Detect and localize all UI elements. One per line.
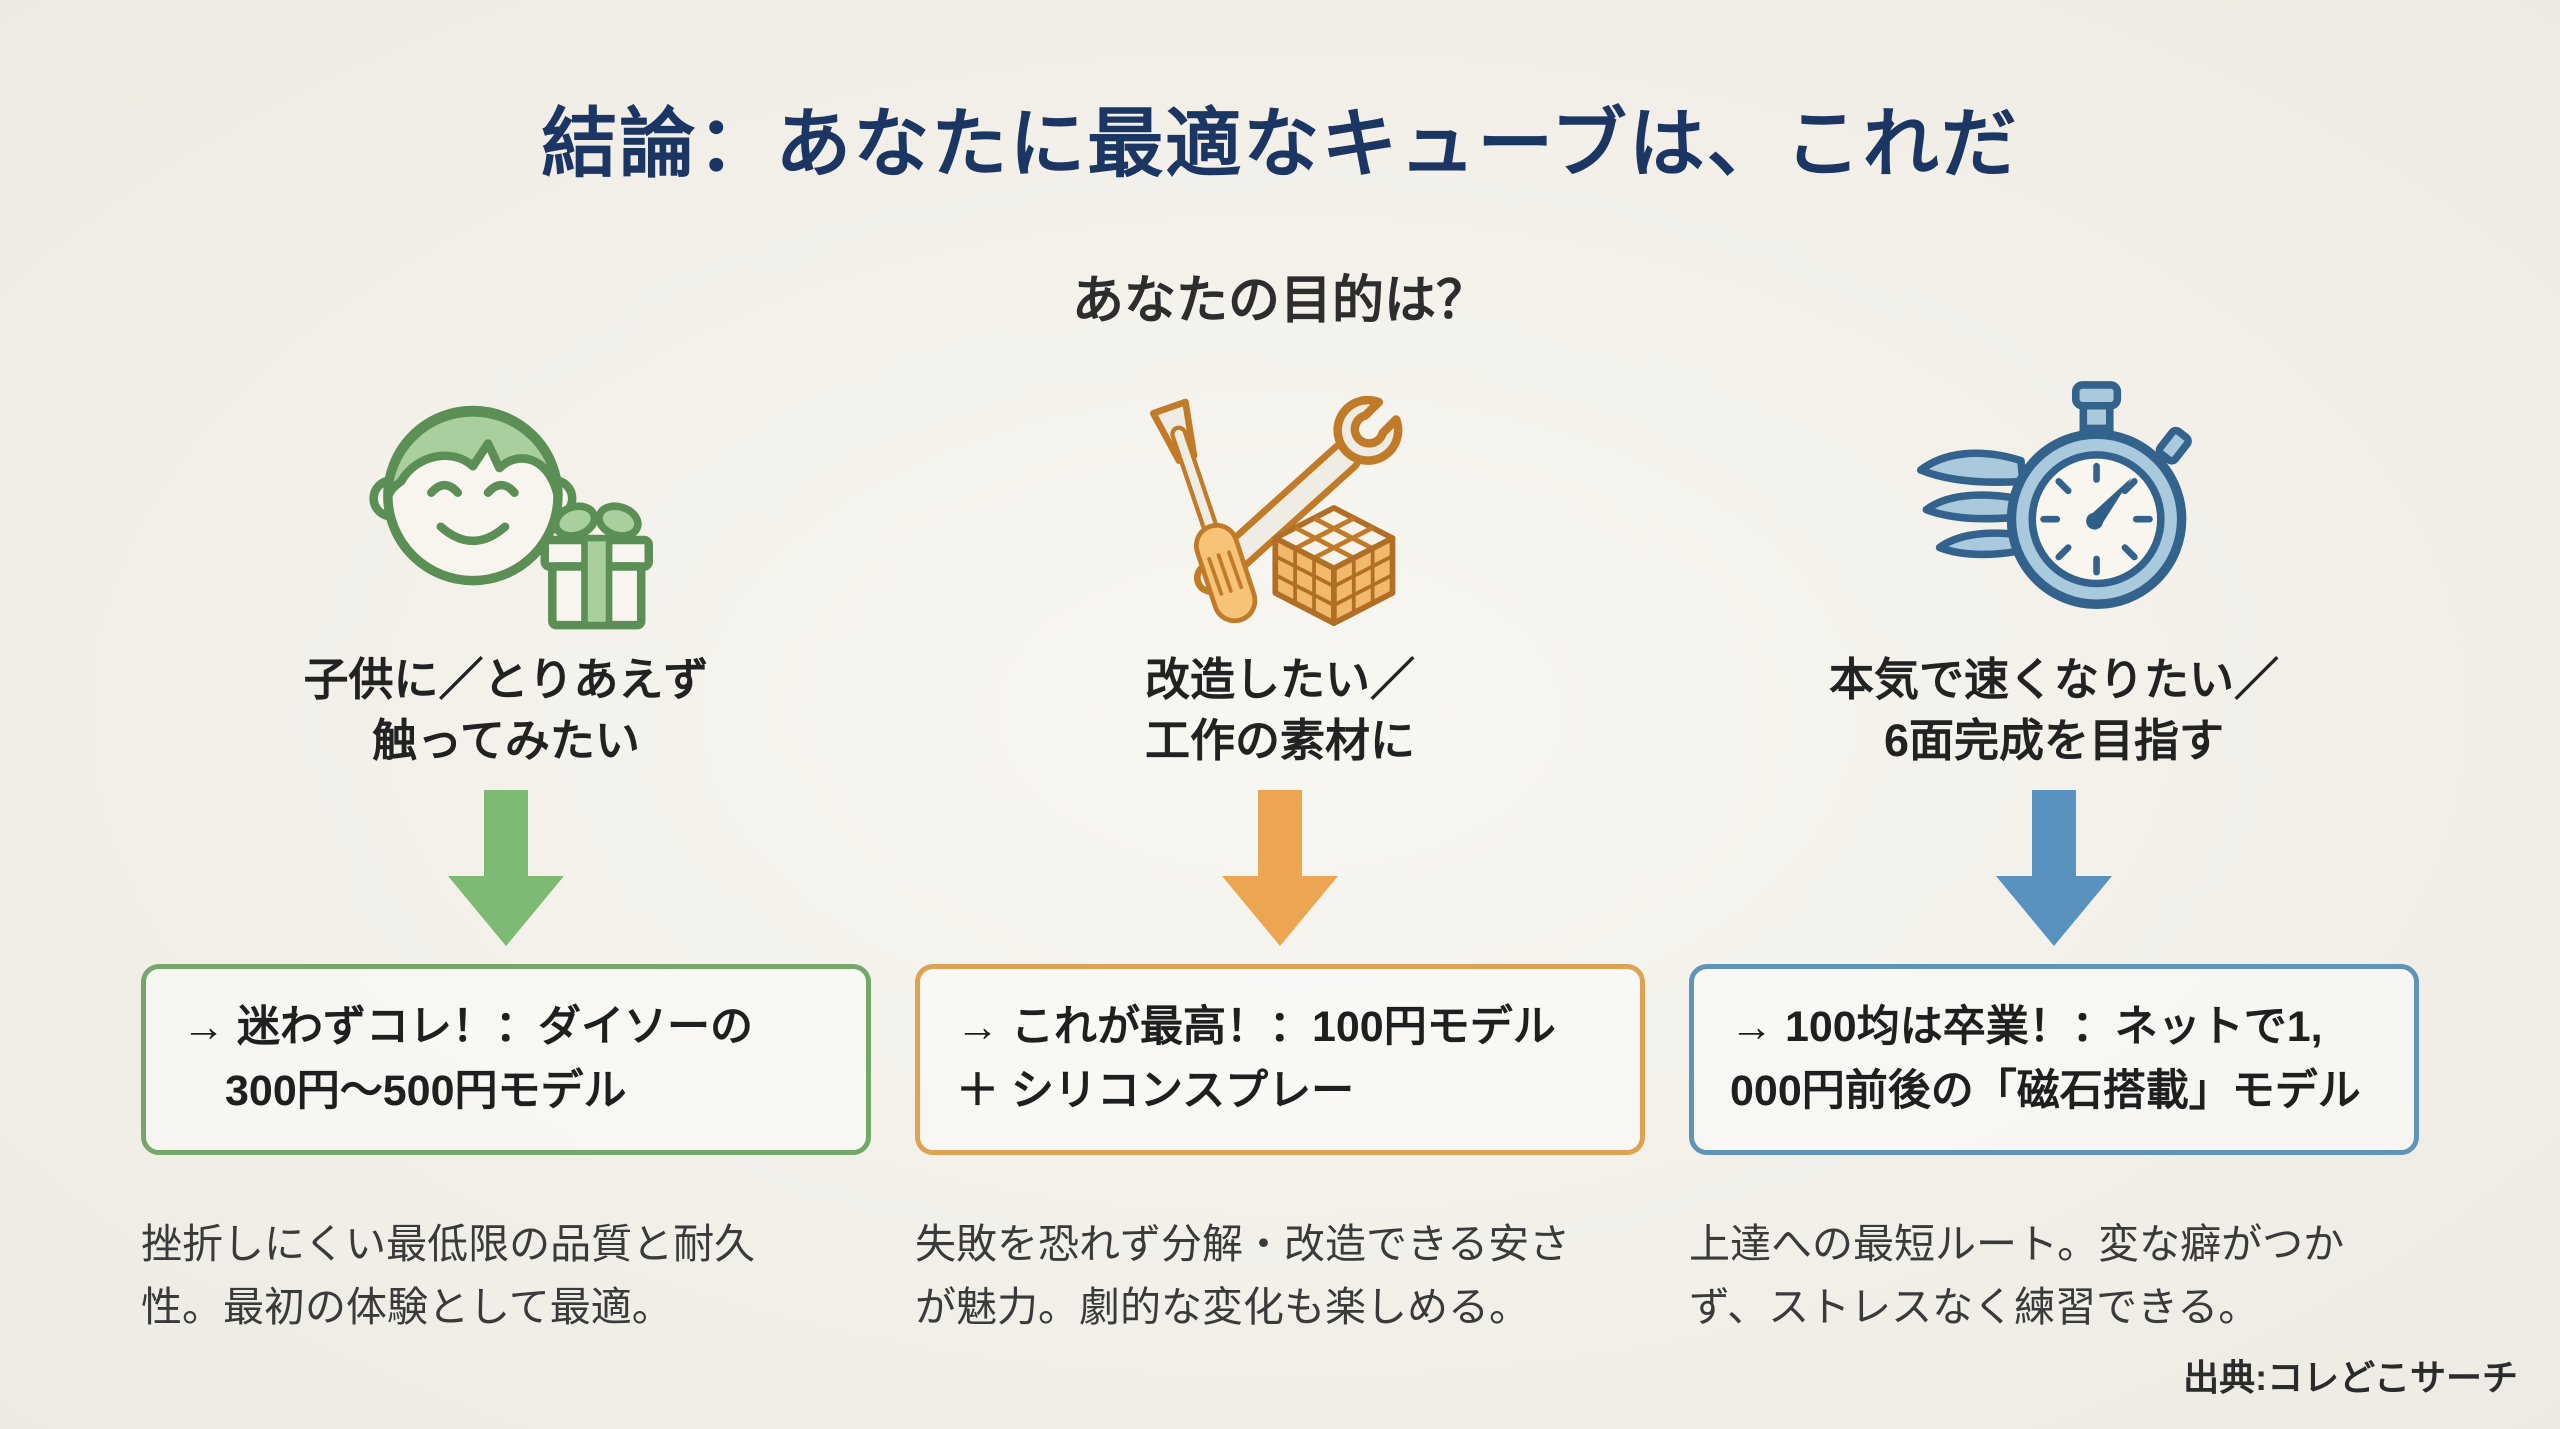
decision-columns: 子供に／とりあえず 触ってみたい → 迷わずコレ！：ダイソーの 300円〜500… bbox=[0, 372, 2560, 1340]
recommendation-box: → これが最高！：100円モデル ＋ シリコンスプレー bbox=[915, 963, 1645, 1155]
source-credit: 出典:コレどこサーチ bbox=[2183, 1357, 2518, 1398]
column-modder: 改造したい／ 工作の素材に → これが最高！：100円モデル ＋ シリコンスプレ… bbox=[915, 372, 1645, 1340]
page-subtitle: あなたの目的は？ bbox=[1071, 272, 1488, 330]
column-speedcuber: 本気で速くなりたい／ 6面完成を目指す → 100均は卒業！：ネットで1, 00… bbox=[1689, 372, 2419, 1340]
down-arrow-icon bbox=[1220, 789, 1340, 948]
recommendation-box: → 迷わずコレ！：ダイソーの 300円〜500円モデル bbox=[141, 963, 871, 1155]
recommendation-description: 失敗を恐れず分解・改造できる安さ が魅力。劇的な変化も楽しめる。 bbox=[915, 1220, 1571, 1331]
purpose-label: 子供に／とりあえず 触ってみたい bbox=[303, 654, 709, 766]
column-beginner: 子供に／とりあえず 触ってみたい → 迷わずコレ！：ダイソーの 300円〜500… bbox=[141, 372, 871, 1340]
winged-stopwatch-icon bbox=[1898, 372, 2210, 634]
recommendation-description: 挫折しにくい最低限の品質と耐久 性。最初の体験として最適。 bbox=[141, 1220, 756, 1331]
down-arrow-icon bbox=[1994, 789, 2114, 948]
purpose-label: 改造したい／ 工作の素材に bbox=[1144, 654, 1415, 766]
tools-cube-icon bbox=[1124, 372, 1436, 634]
down-arrow-icon bbox=[446, 789, 566, 948]
recommendation-description: 上達への最短ルート。変な癖がつか ず、ストレスなく練習できる。 bbox=[1689, 1220, 2345, 1331]
page-title: 結論：あなたに最適なキューブは、これだ bbox=[541, 102, 2019, 187]
child-gift-icon bbox=[350, 372, 662, 634]
recommendation-box: → 100均は卒業！：ネットで1, 000円前後の「磁石搭載」モデル bbox=[1689, 963, 2419, 1155]
purpose-label: 本気で速くなりたい／ 6面完成を目指す bbox=[1828, 654, 2279, 766]
